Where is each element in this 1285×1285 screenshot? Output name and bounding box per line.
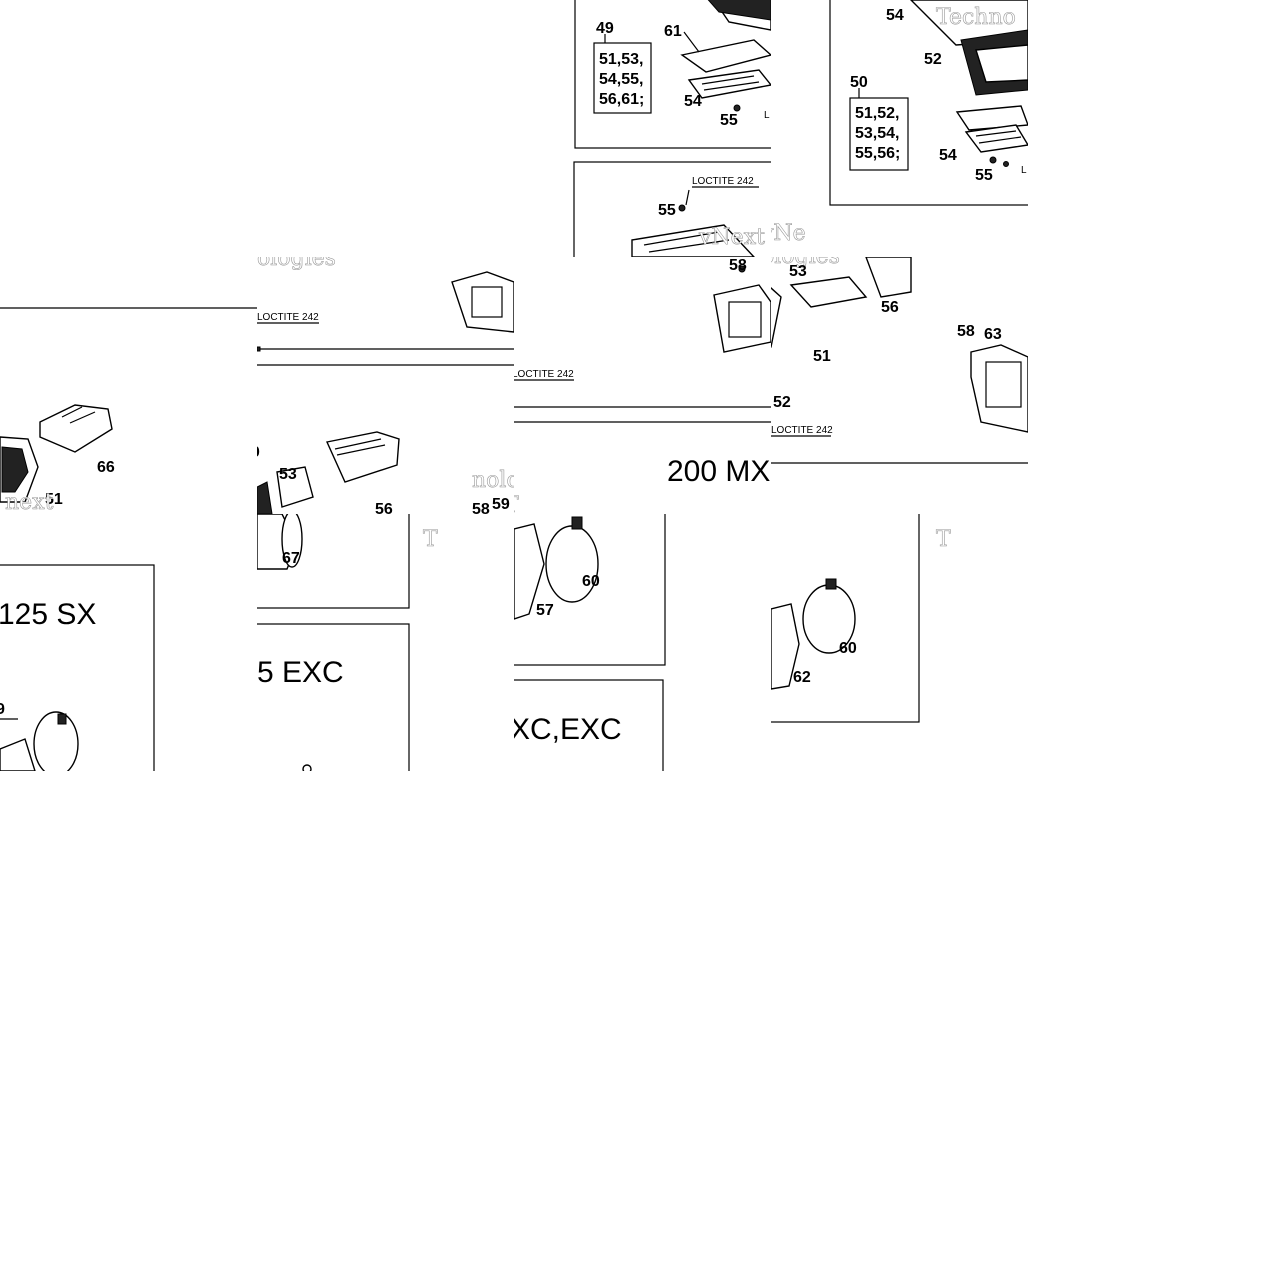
part-label: 51 [813,348,831,365]
callout-line-1: 51,52, [855,105,899,122]
part-label: L [764,110,770,121]
watermark-text: T [514,493,519,514]
part-label: 52 [924,51,942,68]
callout-line-1: 51,53, [599,51,643,68]
part-label: 67 [282,550,300,567]
reed-valve-50-drawing: 54 Techno 52 50 51,52, 53,54, 55,56; 54 … [771,0,1028,246]
model-title: 5 EXC [257,656,344,689]
watermark-text: ologies [257,257,336,271]
intake-exc-drawing: ologies LOCTITE 242 58 59 53 56 58 59 no… [257,257,514,514]
diagram-tile-200-mx-clamp: 60 62 T [771,514,1028,771]
callout-box [593,42,652,114]
part-label: 55 [658,202,676,219]
clamp-200-drawing: 60 62 T [771,514,951,723]
part-label: 54 [886,7,904,24]
model-title: 125 SX [0,598,96,631]
part-label: 59 [492,496,510,513]
callout-number: 50 [850,74,868,91]
part-label: 53 [789,263,807,280]
reed-plate-part [680,39,771,73]
reed-valve-49-drawing: 49 51,53, 54,55, 56,61; 61 54 55 L LOCTI… [573,0,771,257]
part-label: 63 [984,326,1002,343]
reed-plate-part [789,276,868,308]
watermark-text: yNe [771,221,806,246]
model-title: XC,EXC [514,713,622,746]
intake-200-parts-drawing: ologies 53 56 51 LOCTITE 242 52 200 MX 6… [771,257,1028,464]
part-label: 53 [279,466,297,483]
part-label: 51 [45,491,63,508]
watermark-text: ologies [771,257,840,269]
watermark-text: next [5,490,54,514]
loctite-note: LOCTITE 242 [771,425,833,436]
intake-125-drawing: 66 51 next [0,307,257,514]
diagram-tile-exc-title: 5 EXC 67 T [257,514,514,771]
part-label: L [1021,165,1027,176]
part-label: 56 [881,299,899,316]
loctite-note: LOCTITE 242 [257,312,319,323]
watermark-text: nologies [472,468,514,493]
title-xc-exc-drawing: XC,EXC 60 57 T [514,514,666,771]
part-label: 55 [975,167,993,184]
part-label: 55 [720,112,738,129]
diagram-tile-125-sx-title: 125 SX 9 [0,514,257,771]
callout-line-3: 56,61; [599,91,644,108]
part-label: 57 [536,602,554,619]
part-label: 58 [957,323,975,340]
intake-manifold-part [771,603,800,690]
watermark-text: Techno [936,5,1016,30]
part-label: 66 [97,459,115,476]
loctite-note: LOCTITE 242 [692,176,754,187]
part-label: 54 [684,93,702,110]
part-label: 56 [375,501,393,514]
title-125-sx-drawing: 125 SX 9 [0,564,155,771]
part-label: 58 [729,257,747,274]
diagram-tile-intake-200-mx: LOCTITE 242 12 200 MX T 58 52 [514,257,771,514]
hose-clamp-part [545,525,599,603]
diagram-tile-intake-200-parts: ologies 53 56 51 LOCTITE 242 52 200 MX 6… [771,257,1028,514]
reed-cage-part [713,284,771,353]
part-label: 59 [257,444,260,461]
title-exc-drawing: 5 EXC 67 T [257,514,438,771]
callout-line-3: 55,56; [855,145,900,162]
part-label: 60 [839,640,857,657]
model-title: 200 MX [667,455,770,488]
part-label: 9 [0,701,5,718]
watermark-text: T [936,527,951,552]
diagram-tile-reed-valve-50: 54 Techno 52 50 51,52, 53,54, 55,56; 54 … [771,0,1028,257]
callout-box [849,97,909,171]
hose-clamp-part [33,711,79,771]
diagram-tile-intake-exc: ologies LOCTITE 242 58 59 53 56 58 59 no… [257,257,514,514]
diagram-tile-intake-125-sx: 66 51 next [0,257,257,514]
part-label: 61 [664,23,682,40]
reed-cage-part [326,431,400,483]
intake-manifold-part [514,523,545,620]
part-label: 54 [939,147,957,164]
diagram-tile-reed-valve-49: 49 51,53, 54,55, 56,61; 61 54 55 L LOCTI… [514,0,771,257]
part-label: 58 [472,501,490,514]
watermark-text: vNext Tec [698,225,771,250]
loctite-note: LOCTITE 242 [514,369,574,380]
watermark-text: T [423,527,438,552]
part-label: 60 [582,573,600,590]
callout-line-2: 53,54, [855,125,899,142]
callout-line-2: 54,55, [599,71,643,88]
diagram-tile-xc-exc-title: XC,EXC 60 57 T [514,514,771,771]
reed-cage-part [39,404,113,453]
callout-number: 49 [596,20,614,37]
part-label: 62 [793,669,811,686]
intake-200-drawing: LOCTITE 242 12 200 MX T 58 52 [514,257,771,514]
part-label: 52 [773,394,791,411]
